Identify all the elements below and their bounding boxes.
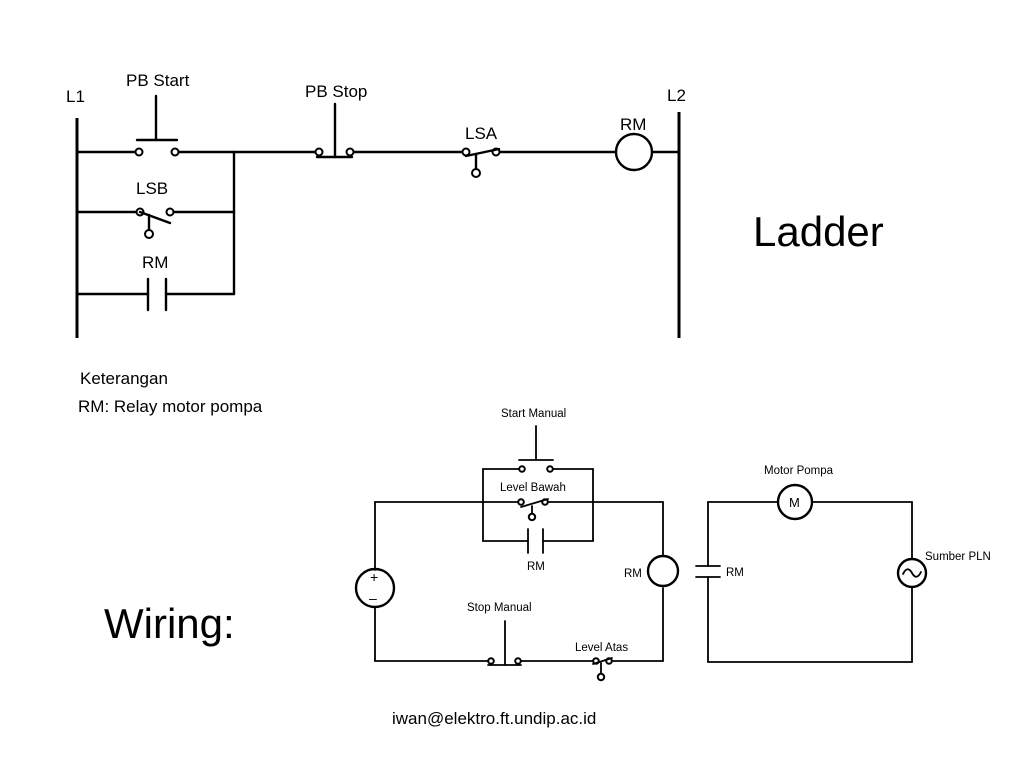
motor-symbol-letter: M bbox=[789, 495, 800, 510]
stop-manual-switch bbox=[487, 620, 522, 666]
start-manual-switch bbox=[518, 425, 554, 473]
rm-contact-power-symbol bbox=[695, 565, 721, 578]
pb-start-switch bbox=[134, 94, 180, 157]
label-level-bawah: Level Bawah bbox=[500, 482, 566, 494]
label-sumber-pln: Sumber PLN bbox=[925, 551, 991, 563]
wiring-control-circuit: + – Start Manual Level Bawah RM RM bbox=[354, 408, 680, 682]
ladder-title: Ladder bbox=[753, 208, 884, 255]
label-rm-coil: RM bbox=[620, 115, 646, 134]
label-motor-pompa: Motor Pompa bbox=[764, 465, 834, 477]
pb-stop-switch bbox=[314, 102, 355, 159]
footer-email: iwan@elektro.ft.undip.ac.id bbox=[392, 709, 596, 728]
motor-symbol bbox=[776, 483, 814, 521]
dc-source-symbol bbox=[354, 567, 396, 609]
label-rm-coil-wiring: RM bbox=[624, 568, 642, 580]
label-rm-contact-power: RM bbox=[726, 567, 744, 579]
source-plus: + bbox=[370, 569, 378, 585]
label-l2: L2 bbox=[667, 86, 686, 105]
lsa-switch bbox=[461, 147, 501, 178]
label-lsb: LSB bbox=[136, 179, 168, 198]
rm-contact-symbol bbox=[146, 277, 168, 312]
label-start-manual: Start Manual bbox=[501, 408, 566, 420]
lsb-switch bbox=[135, 207, 175, 239]
wiring-title: Wiring: bbox=[104, 600, 235, 647]
rm-coil-symbol bbox=[614, 132, 654, 172]
rm-contact-wiring-symbol bbox=[527, 528, 544, 554]
label-pb-stop: PB Stop bbox=[305, 82, 367, 101]
ac-source-symbol bbox=[896, 557, 928, 589]
legend-line: RM: Relay motor pompa bbox=[78, 397, 263, 416]
level-bawah-switch bbox=[517, 498, 549, 522]
label-l1: L1 bbox=[66, 87, 85, 106]
label-rm-contact: RM bbox=[142, 253, 168, 272]
label-stop-manual: Stop Manual bbox=[467, 602, 532, 614]
source-minus: – bbox=[369, 590, 377, 606]
label-rm-contact-wiring: RM bbox=[527, 561, 545, 573]
label-pb-start: PB Start bbox=[126, 71, 190, 90]
level-atas-switch bbox=[592, 657, 613, 682]
label-level-atas: Level Atas bbox=[575, 642, 628, 654]
rm-coil-wiring-symbol bbox=[646, 554, 680, 588]
ladder-diagram: L1 L2 PB Start PB Stop bbox=[66, 71, 686, 338]
label-lsa: LSA bbox=[465, 124, 498, 143]
wiring-power-circuit: M Motor Pompa RM Sumber PLN bbox=[695, 465, 991, 663]
legend-heading: Keterangan bbox=[80, 369, 168, 388]
